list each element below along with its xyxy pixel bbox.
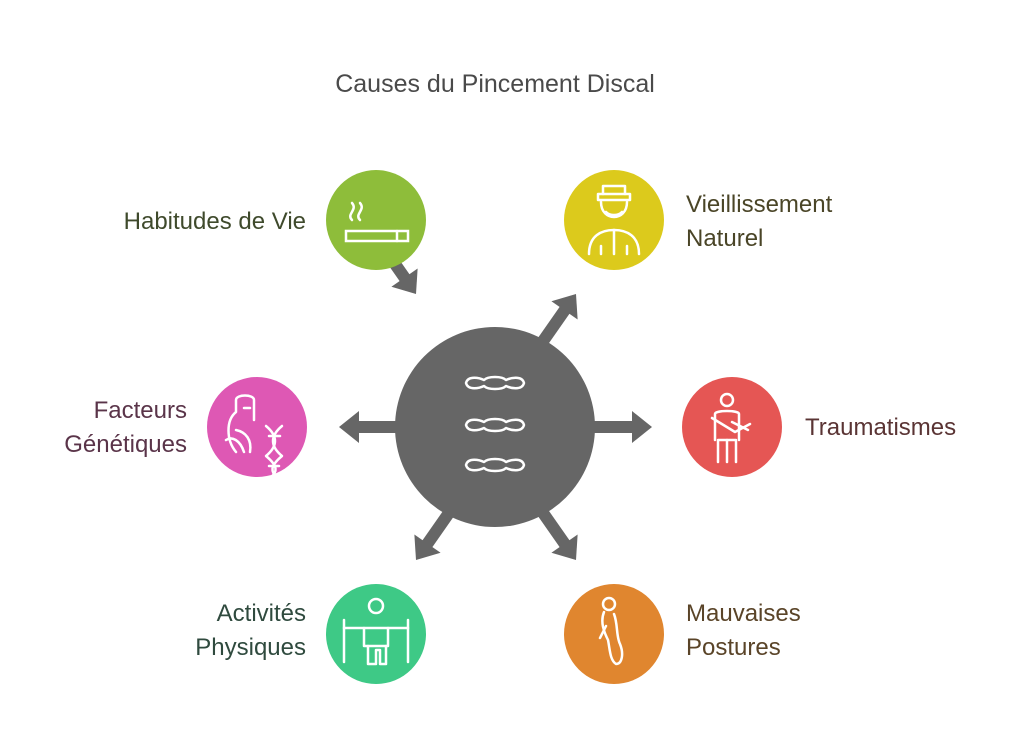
diagram-title: Causes du Pincement Discal bbox=[335, 70, 655, 98]
arrow-genetiques bbox=[339, 411, 401, 443]
arrow-postures bbox=[536, 507, 578, 560]
center-node bbox=[395, 327, 595, 527]
node-genetiques bbox=[207, 377, 307, 480]
node-habitudes bbox=[326, 170, 426, 270]
old-man-icon bbox=[587, 184, 641, 256]
arrow-activites bbox=[414, 507, 456, 560]
label-traumatismes: Traumatismes bbox=[805, 414, 957, 441]
weightlifter-icon bbox=[342, 597, 410, 666]
arrow-traumatismes bbox=[588, 411, 652, 443]
dna-person-icon bbox=[224, 394, 284, 480]
arrows bbox=[339, 241, 652, 560]
node-traumatismes bbox=[682, 377, 782, 477]
node-vieillissement bbox=[564, 170, 664, 270]
node-postures bbox=[564, 584, 664, 684]
injured-arm-person-icon bbox=[710, 392, 752, 464]
arrow-vieillissement bbox=[536, 294, 578, 347]
label-habitudes: Habitudes de Vie bbox=[123, 208, 306, 235]
bad-posture-icon bbox=[598, 596, 624, 666]
spine-vertebrae-icon bbox=[464, 375, 526, 473]
cigarette-icon bbox=[344, 201, 410, 243]
node-activites bbox=[326, 584, 426, 684]
